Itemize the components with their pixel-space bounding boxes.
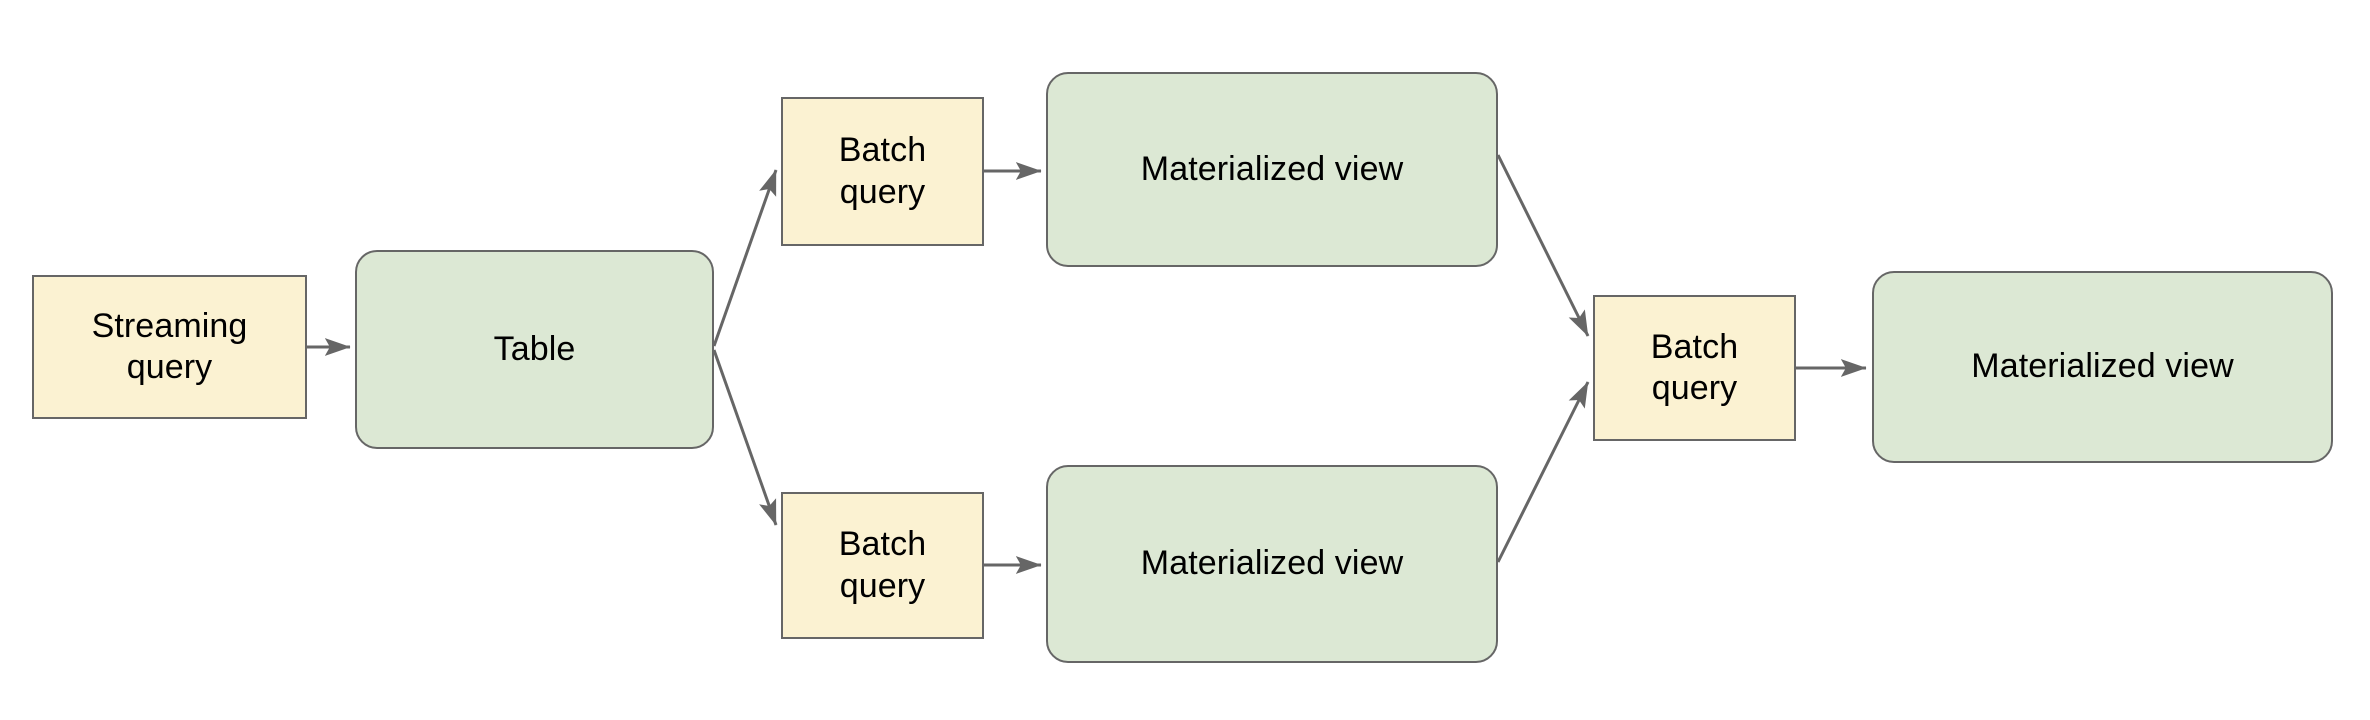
node-batch-query-merge[interactable]: Batch query (1593, 295, 1796, 441)
edge-table-to-batch-bottom (712, 349, 778, 526)
node-label: Streaming query (91, 306, 248, 386)
node-table[interactable]: Table (355, 250, 714, 449)
node-label: Batch query (838, 525, 927, 605)
edge-mv-top-to-batch-merge (1496, 154, 1590, 337)
edge-table-to-batch-top (712, 169, 778, 347)
node-label: Batch query (838, 131, 927, 211)
node-streaming-query[interactable]: Streaming query (32, 275, 307, 419)
node-label: Batch query (1650, 327, 1739, 407)
node-label: Materialized view (1971, 347, 2234, 386)
node-materialized-view-bottom[interactable]: Materialized view (1046, 465, 1498, 663)
node-label: Materialized view (1140, 149, 1404, 188)
node-materialized-view-final[interactable]: Materialized view (1872, 271, 2333, 463)
node-materialized-view-top[interactable]: Materialized view (1046, 72, 1498, 267)
node-batch-query-bottom[interactable]: Batch query (781, 492, 984, 639)
node-batch-query-top[interactable]: Batch query (781, 97, 984, 246)
edge-mv-bottom-to-batch-merge (1496, 381, 1590, 563)
node-label: Table (493, 329, 576, 368)
node-label: Materialized view (1140, 544, 1404, 583)
